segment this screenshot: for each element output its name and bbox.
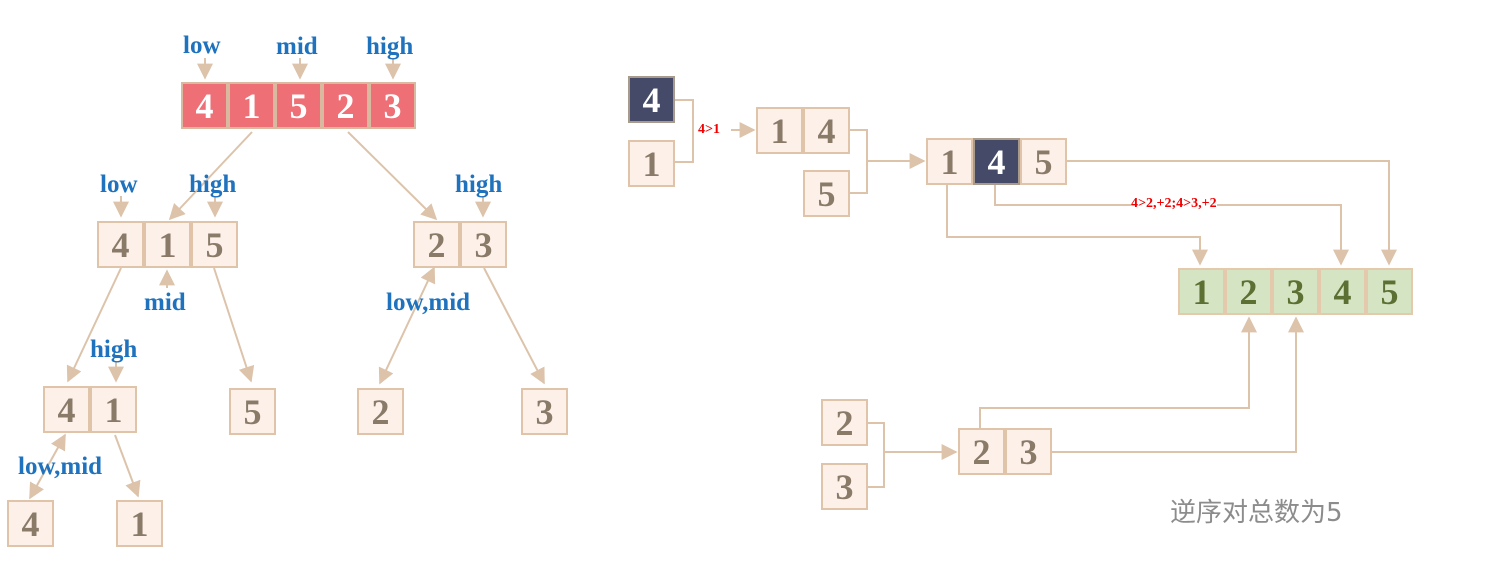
low-label: low (183, 32, 221, 59)
split-arrow-left (378, 266, 436, 385)
leaf-cell: 2 (357, 388, 404, 435)
array-cell: 4 (43, 386, 90, 433)
split-arrow-left (29, 433, 66, 500)
array-cell: 1 (90, 386, 137, 433)
array-cell: 4 (803, 107, 850, 154)
array-cell: 2 (413, 221, 460, 268)
high-label: high (189, 171, 237, 198)
merge-input-cell: 1 (628, 140, 675, 187)
array-cell: 4 (973, 138, 1020, 185)
merge-connector (867, 422, 885, 488)
split-arrow-right (483, 267, 545, 385)
split-arrow-left (66, 267, 122, 383)
merge-arrow (946, 185, 1208, 266)
split-arrow-left (168, 131, 253, 221)
array-cell: 2 (322, 82, 369, 129)
split-arrow-right (213, 267, 255, 383)
merge-connector (675, 99, 694, 163)
split-arrow-right (347, 131, 438, 221)
comparison-note: 4>1 (698, 122, 720, 137)
array-cell: 3 (1005, 428, 1052, 475)
merge-arrow (979, 316, 1257, 428)
array-cell: 1 (144, 221, 191, 268)
array-cell: 1 (228, 82, 275, 129)
mid-label: mid (276, 33, 318, 60)
high-label: high (455, 171, 503, 198)
array-cell: 5 (275, 82, 322, 129)
merge-arrow (1066, 160, 1397, 266)
low-label: low (100, 171, 138, 198)
mid-label: mid (144, 289, 186, 316)
leaf-cell: 5 (229, 388, 276, 435)
merge-connector (850, 129, 868, 194)
array-cell: 3 (1272, 268, 1319, 315)
low-mid-label: low,mid (18, 453, 103, 480)
leaf-cell: 4 (7, 500, 54, 547)
array-cell: 3 (369, 82, 416, 129)
merge-arrow (1052, 316, 1304, 453)
inversion-count-note: 4>2,+2;4>3,+2 (1131, 196, 1217, 211)
array-cell: 5 (191, 221, 238, 268)
leaf-cell: 3 (521, 388, 568, 435)
array-cell: 5 (1366, 268, 1413, 315)
merge-input-cell: 4 (628, 76, 675, 123)
leaf-cell: 1 (116, 500, 163, 547)
inversion-total-text: 逆序对总数为5 (1170, 498, 1343, 528)
array-cell: 4 (1319, 268, 1366, 315)
high-label: high (366, 33, 414, 60)
array-cell: 1 (1178, 268, 1225, 315)
merge-input-cell: 2 (821, 399, 868, 446)
high-label: high (90, 336, 138, 363)
array-cell: 2 (1225, 268, 1272, 315)
merge-input-cell: 5 (803, 170, 850, 217)
merge-input-cell: 3 (821, 463, 868, 510)
array-cell: 4 (97, 221, 144, 268)
array-cell: 1 (926, 138, 973, 185)
array-cell: 3 (460, 221, 507, 268)
array-cell: 2 (958, 428, 1005, 475)
array-cell: 4 (181, 82, 228, 129)
low-mid-label: low,mid (386, 289, 471, 316)
array-cell: 5 (1020, 138, 1067, 185)
split-arrow-right (114, 434, 141, 498)
array-cell: 1 (756, 107, 803, 154)
